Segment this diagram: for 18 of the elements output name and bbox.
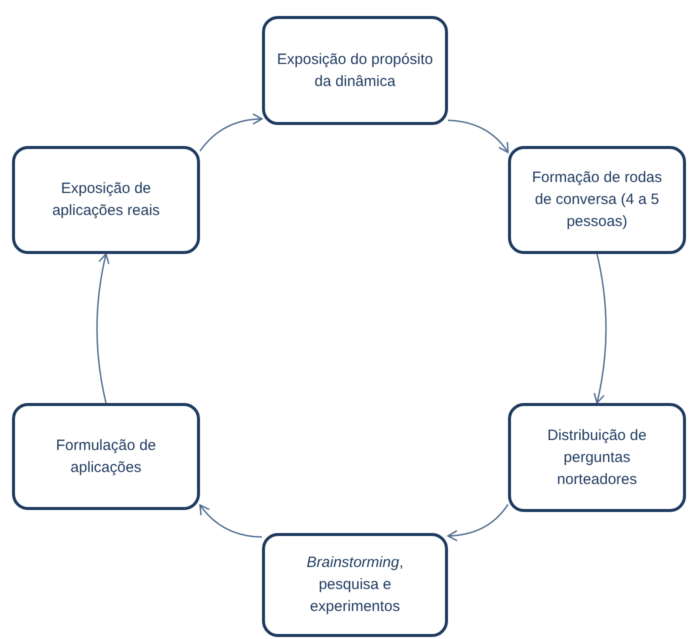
arrow bbox=[448, 120, 509, 154]
arrow bbox=[199, 504, 262, 538]
process-box bbox=[508, 146, 686, 254]
process-box bbox=[262, 16, 448, 125]
process-box bbox=[508, 403, 686, 512]
arrow bbox=[593, 254, 607, 404]
step-text: Formação de rodas de conversa (4 a 5 pessoas) bbox=[530, 168, 664, 232]
process-box bbox=[262, 533, 448, 637]
step-text: Distribuição de perguntas norteadores bbox=[546, 426, 648, 490]
process-box bbox=[12, 146, 200, 254]
arrow bbox=[199, 114, 263, 152]
arrow bbox=[96, 253, 110, 404]
process-box bbox=[12, 403, 200, 510]
arrow bbox=[447, 504, 509, 542]
step-text: Formulação de aplicações bbox=[54, 436, 158, 478]
step-text: Brainstorming, pesquisa e experimentos bbox=[306, 553, 404, 617]
step-text: Exposição do propósito da dinâmica bbox=[277, 50, 433, 92]
step-text: Exposição de aplicações reais bbox=[51, 179, 161, 221]
